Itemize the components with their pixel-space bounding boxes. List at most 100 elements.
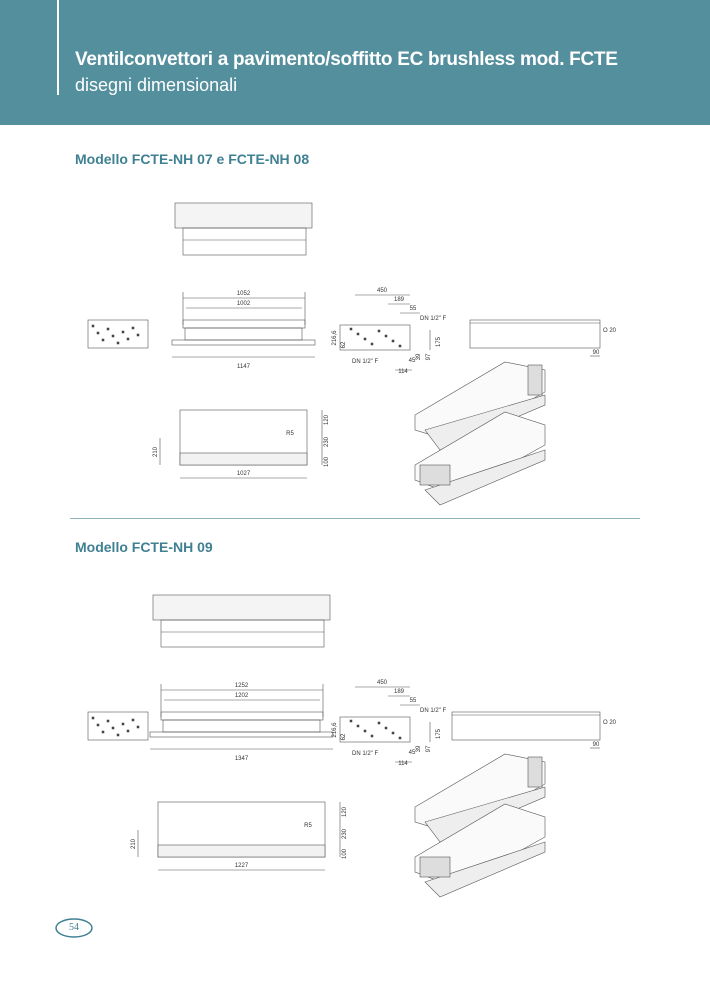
dimension-label: 210 [153, 446, 159, 457]
fitting-dot [349, 327, 353, 331]
dimension-label: 450 [377, 680, 388, 686]
fitting-dot [131, 326, 135, 330]
dimension-label: 90 [593, 350, 600, 356]
header-accent-line [57, 0, 59, 95]
front-base [149, 731, 334, 738]
fitting-dot [349, 719, 353, 723]
dimension-label: 1202 [235, 693, 249, 699]
dimension-label: 90 [593, 742, 600, 748]
top-view-body [182, 227, 307, 256]
fitting-dot [136, 725, 140, 729]
dimension-label: 62 [341, 341, 347, 348]
bottom-view-strip [157, 844, 326, 858]
fitting-dot [136, 333, 140, 337]
fitting-dot [398, 344, 402, 348]
fitting-dot [96, 331, 100, 335]
dimension-label: 55 [410, 306, 417, 312]
pipe-label-top: DN 1/2" F [420, 316, 446, 322]
dimension-label: 175 [436, 336, 442, 347]
pipe-label-bottom: DN 1/2" F [352, 359, 378, 365]
dimension-label: 450 [377, 288, 388, 294]
section-title-nh07-08: Modello FCTE-NH 07 e FCTE-NH 08 [75, 151, 310, 167]
fitting-dot [363, 729, 367, 733]
dimension-label: 1002 [237, 301, 251, 307]
fitting-dot [111, 726, 115, 730]
dimension-label: 1027 [237, 471, 251, 477]
dimension-label: 216,6 [332, 330, 338, 346]
fitting-dot [91, 716, 95, 720]
dimension-label: 189 [394, 297, 405, 303]
fitting-dot [398, 736, 402, 740]
fitting-dot [101, 730, 105, 734]
dimension-label: 97 [426, 745, 432, 752]
isometric-control-box [419, 856, 451, 878]
dimension-label: 120 [342, 806, 348, 817]
dimension-label: 230 [324, 436, 330, 447]
front-body [184, 327, 303, 341]
top-view-body [160, 619, 325, 648]
fitting-dot [111, 334, 115, 338]
fitting-dot [370, 734, 374, 738]
dimension-label: 1147 [237, 364, 251, 370]
section-divider [70, 518, 640, 519]
fitting-dot [377, 721, 381, 725]
front-body [162, 719, 321, 733]
top-view-panel [174, 202, 313, 229]
dimension-label: R5 [304, 823, 312, 829]
front-body-top [160, 711, 324, 721]
fitting-dot [131, 718, 135, 722]
fitting-dot [370, 342, 374, 346]
isometric-panel [424, 786, 546, 843]
page-number: 54 [69, 922, 79, 933]
dimension-label: 39 [416, 745, 422, 752]
dimension-label: 39 [416, 353, 422, 360]
isometric-control-box [419, 464, 451, 486]
bottom-view-strip [179, 452, 308, 466]
fitting-dot [121, 330, 125, 334]
dimension-label: 114 [398, 369, 408, 375]
fitting-dot [101, 338, 105, 342]
dimension-label: 114 [398, 761, 408, 767]
fitting-dot [391, 731, 395, 735]
dimension-label: 1347 [235, 756, 249, 762]
top-view-panel [152, 594, 331, 621]
isometric-view-top [414, 361, 546, 443]
isometric-panel [424, 449, 546, 506]
fitting-dot [384, 726, 388, 730]
fitting-dot [377, 329, 381, 333]
fitting-dot [126, 337, 130, 341]
dimension-label: 216,6 [332, 722, 338, 738]
fitting-dot [121, 722, 125, 726]
dimension-label: 230 [342, 828, 348, 839]
pipe-label-top: DN 1/2" F [420, 708, 446, 714]
dimension-label: 175 [436, 728, 442, 739]
side-right-view [451, 711, 601, 741]
fitting-dot [96, 723, 100, 727]
isometric-panel [424, 394, 546, 451]
dimension-label: 1252 [235, 683, 249, 689]
dimension-label: 120 [324, 414, 330, 425]
page-title: Ventilconvettori a pavimento/soffitto EC… [75, 49, 618, 70]
dimension-label: 62 [341, 733, 347, 740]
front-base [171, 339, 316, 346]
page-header: Ventilconvettori a pavimento/soffitto EC… [0, 0, 710, 125]
fitting-dot [106, 719, 110, 723]
dimension-label: O 20 [603, 328, 617, 334]
isometric-view-top [414, 753, 546, 835]
dimension-label: 1227 [235, 863, 249, 869]
fitting-dot [356, 332, 360, 336]
fitting-dot [384, 334, 388, 338]
isometric-control-box [527, 756, 543, 788]
dimension-label: 100 [324, 456, 330, 467]
fitting-dot [363, 337, 367, 341]
isometric-panel [424, 841, 546, 898]
page-oval-icon [55, 918, 93, 938]
dimension-label: R5 [286, 431, 294, 437]
page-subtitle: disegni dimensionali [75, 75, 238, 95]
front-body-top [182, 319, 306, 329]
fitting-dot [91, 324, 95, 328]
fitting-dot [106, 327, 110, 331]
